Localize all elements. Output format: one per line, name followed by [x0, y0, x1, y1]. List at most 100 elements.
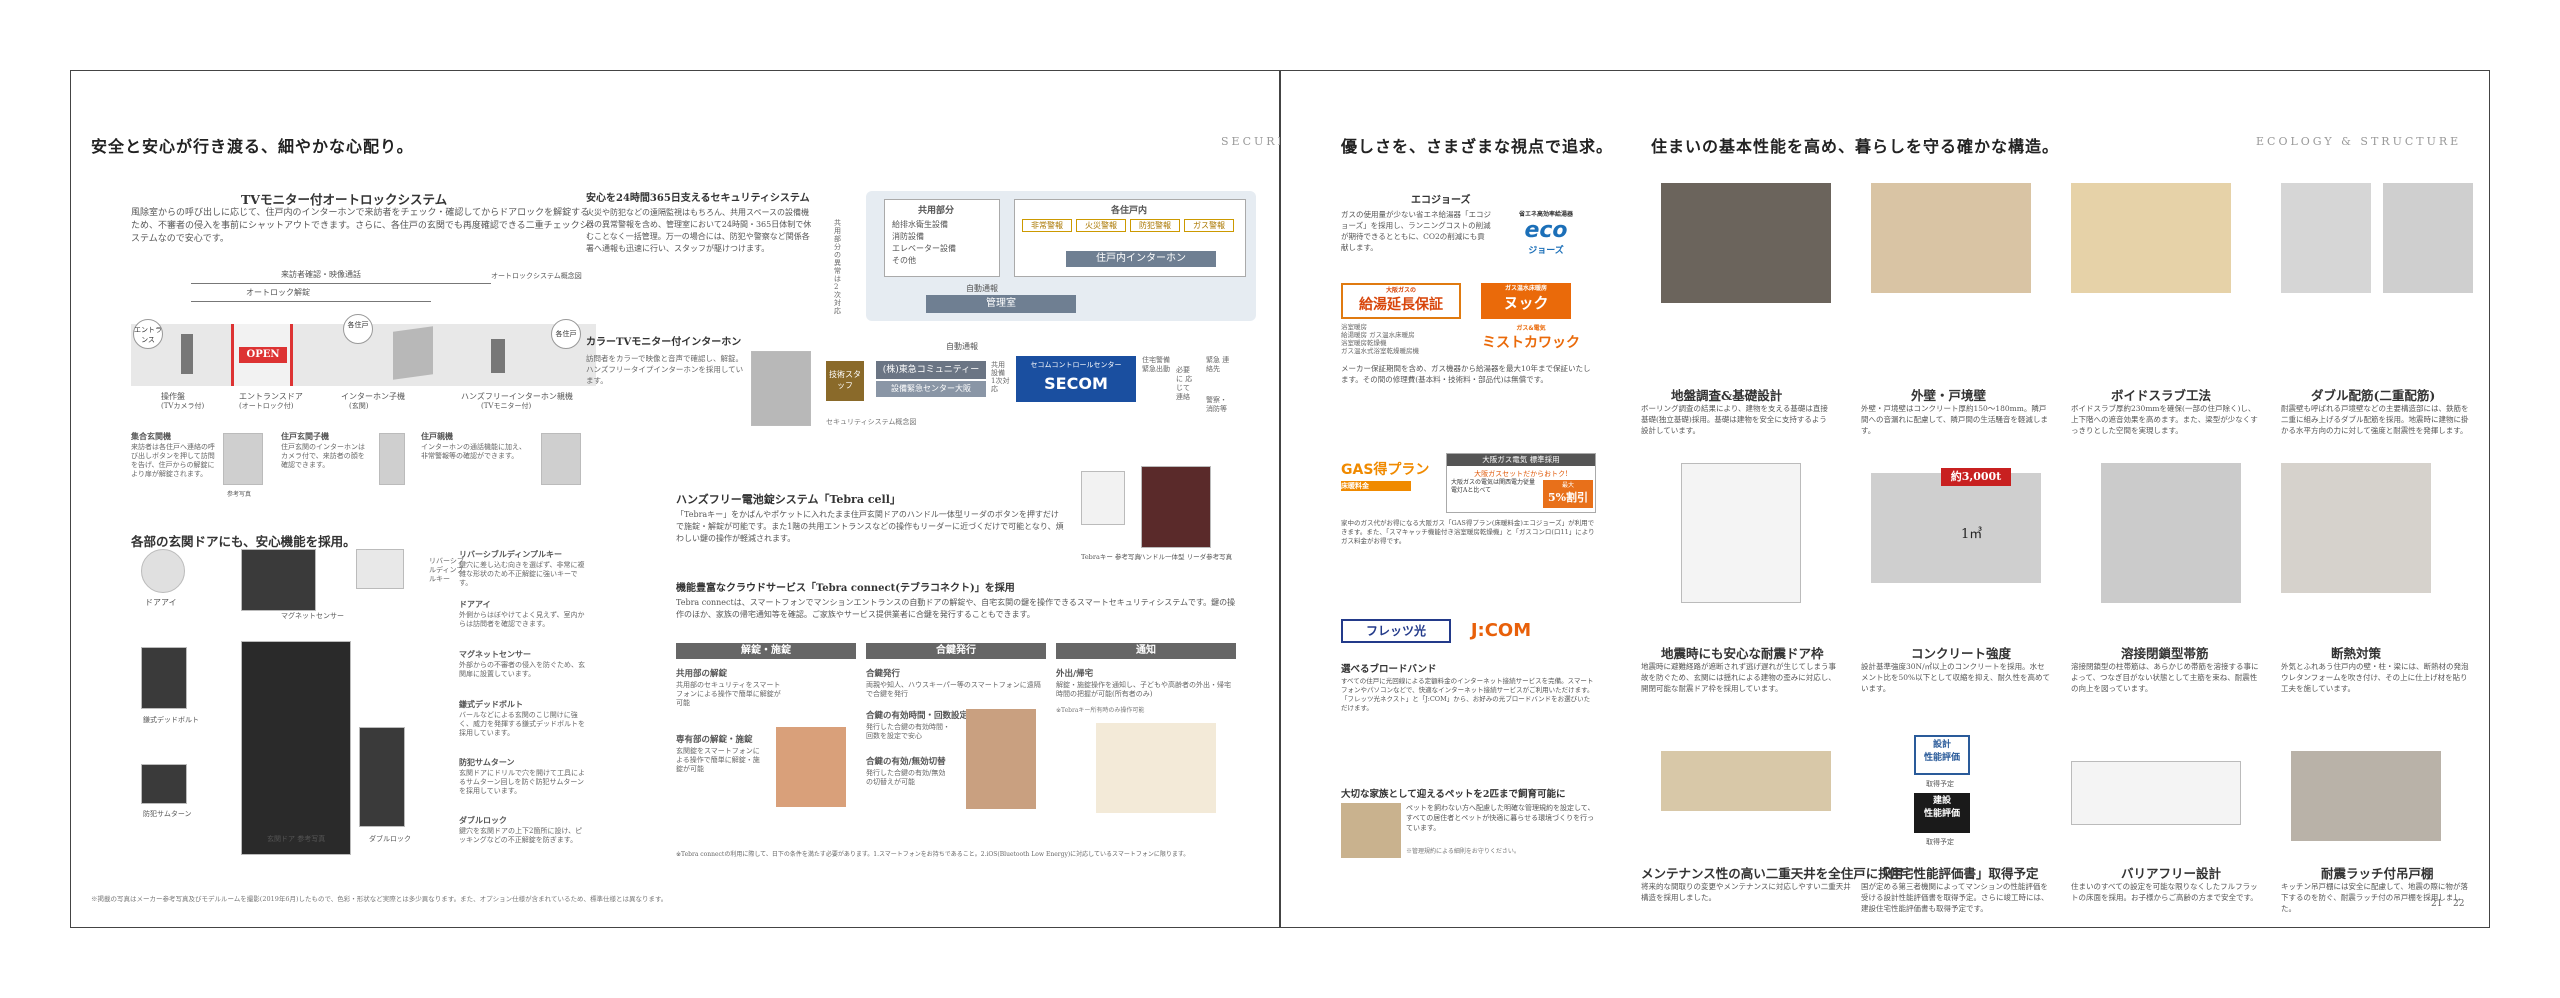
label-entrance-door-sub: (オートロック付): [239, 402, 294, 410]
diagram-tag-sub: オートロック解錠: [246, 288, 310, 297]
warranty-item-2: 給湯暖房 ガス温水床暖房: [1341, 331, 1415, 339]
col1-item1-title: 共用部の解錠: [676, 669, 728, 679]
thumb-caption-1: 参考写真: [227, 491, 252, 498]
deadbolt-photo: [141, 647, 187, 709]
label-entrance-door: エントランスドア: [239, 392, 303, 401]
door-heading: 各部の玄関ドアにも、安心機能を採用。: [131, 534, 356, 549]
tebra-footnote: ※Tebra connectの利用に際して、日下の条件を満たす必要があります。1…: [676, 851, 1190, 858]
pet-note: ※管理規約による細則をお守りください。: [1406, 848, 1520, 855]
double-ceiling-image: [1661, 751, 1831, 811]
pet-heading: 大切な家族として迎えるペットを2匹まで飼育可能に: [1341, 789, 1566, 800]
shared-note: 共用部分の異常は2次対応: [834, 219, 841, 315]
flow-dispatch: 住宅警備 緊急出動: [1142, 356, 1170, 373]
flow-first-response: 共用設備 1次対応: [991, 361, 1010, 393]
single-rebar-image: [2281, 183, 2371, 293]
feature-title-5: 防犯サムターン: [459, 757, 515, 767]
door-photo: [241, 641, 351, 855]
label-intercom-child-sub: (玄関): [349, 402, 369, 410]
rating-bottom-note: 取得予定: [1926, 838, 1954, 846]
structure-body-7: 溶接閉鎖型の柱帯筋は、あらかじめ帯筋を溶接する事によって、つなぎ目がない状態とし…: [2071, 662, 2259, 693]
intercom-photo: [751, 351, 811, 426]
col2-photo: [966, 709, 1036, 809]
security-diagram: 共用部分 給排水衛生設備 消防設備 エレベーター設備 その他 各住戸内 非常警報…: [826, 191, 1271, 431]
feature-body-2: 外側からはぼやけてよく見えず、室内からは訪問者を確認できます。: [459, 611, 585, 628]
structure-body-12: キッチン吊戸棚には安全に配慮して、地震の際に物が落下するのを防ぐ、耐震ラッチ付の…: [2281, 882, 2468, 913]
magnet-label: マグネットセンサー: [281, 612, 344, 620]
door-photos: ドアアイ マグネットセンサー リバーシブルディンプルキー 鎌式デッドボルト 防犯…: [131, 549, 511, 869]
warranty-item-1: 浴室暖房: [1341, 323, 1367, 331]
rating-top-note: 取得予定: [1926, 780, 1954, 788]
max-value: 5%割引: [1547, 491, 1589, 504]
unit-title: 各住戸内: [1111, 206, 1148, 216]
company-sub: 設備緊急センター大阪: [876, 381, 986, 397]
structure-body-8: 外気とふれあう住戸内の壁・柱・梁には、断熱材の発泡ウレタンフォームを吹き付け、そ…: [2281, 662, 2469, 693]
foundation-image: [1661, 183, 1831, 303]
unit-item-1: 非常警報: [1022, 219, 1072, 232]
col-bar-unlock: 解錠・施錠: [676, 643, 856, 659]
badge2-main: ヌック: [1503, 294, 1549, 312]
double-lock-photo: [359, 727, 405, 827]
unit-circle-1: 各住戸: [343, 314, 373, 344]
rating-top: 設計: [1932, 740, 1951, 750]
elec-sub: 大阪ガスの電気は関西電力従量電灯Aと比べて: [1451, 479, 1536, 494]
structure-title-5: 地震時にも安心な耐震ドア枠: [1661, 646, 1824, 661]
ecojozu-heading: エコジョーズ: [1411, 195, 1471, 206]
unit-item-4: ガス警報: [1184, 219, 1234, 232]
badge1-small: 大阪ガスの: [1385, 287, 1416, 294]
dog-photo: [1341, 803, 1401, 858]
right-main-title: 住まいの基本性能を高め、暮らしを守る確かな構造。: [1651, 137, 2060, 156]
unit-circle-2: 各住戸: [551, 319, 581, 349]
col2-item3-body: 発行した合鍵の有効/無効の切替えが可能: [866, 769, 946, 786]
common-item-2: 消防設備: [892, 232, 924, 241]
tebra-columns: 解錠・施錠 合鍵発行 通知 共用部の解錠 共用部のセキュリティをスマートフォンに…: [676, 643, 1236, 873]
entrance-circle: エントランス: [133, 319, 163, 349]
right-page: 優しさを、さまざまな視点で追求。 住まいの基本性能を高め、暮らしを守る確かな構造…: [1280, 70, 2490, 928]
diagram-note: オートロックシステム概念図: [491, 272, 582, 280]
pet-body: ペットを飼わない方へ配慮した明確な管理規約を設定して、すべての居住者とペットが快…: [1406, 804, 1595, 832]
tech-staff-box: 技術スタッフ: [826, 361, 864, 401]
col2-item1-body: 両親や知人、ハウスキーパー等のスマートフォンに遠隔で合鍵を発行: [866, 681, 1041, 698]
bottom-note: ※掲載の写真はメーカー参考写真及びモデルルームを撮影(2019年6月)したもので…: [91, 895, 668, 903]
camera-body: 訪問者をカラーで映像と音声で確認し、解錠。ハンズフリータイプインターホンを採用し…: [586, 354, 744, 385]
tebra-key-caption: Tebraキー 参考写真: [1081, 553, 1141, 561]
deadbolt-label: 鎌式デッドボルト: [143, 716, 199, 724]
col3-item1-body: 解錠・施錠操作を通知し、子どもや高齢者の外出・帰宅時間の把握が可能(所有者のみ): [1056, 681, 1231, 698]
thumb-body-1: 来訪者は各住戸へ連絡の呼び出しボタンを押して訪問を告げ、住戸からの解錠により扉が…: [131, 443, 215, 478]
secom-center: セコムコントロールセンター: [1030, 361, 1122, 369]
tebra-body: 「Tebraキー」をかばんやポケットに入れたまま住戸玄関ドアのハンドル一体型リー…: [676, 510, 1064, 543]
elec-body: 大阪ガスセットだからおトク!: [1474, 470, 1568, 478]
feature-body-5: 玄関ドアにドリルで穴を開けて工具によるサムターン回しを防ぐ防犯サムターンを採用し…: [459, 769, 585, 795]
feature-title-1: リバーシブルディンプルキー: [459, 549, 563, 559]
common-item-1: 給排水衛生設備: [892, 220, 948, 229]
door-caption: 玄関ドア 参考写真: [267, 835, 326, 843]
structure-title-1: 地盤調査&基礎設計: [1671, 388, 1783, 403]
double-rebar-image: [2383, 183, 2473, 293]
structure-title-4: ダブル配筋(二重配筋): [2311, 388, 2436, 403]
ecojozu-body: ガスの使用量が少ない省エネ給湯器「エコジョーズ」を採用し、ランニングコストの削減…: [1341, 210, 1491, 252]
structure-title-12: 耐震ラッチ付吊戸棚: [2321, 866, 2434, 881]
structure-body-4: 耐震壁も呼ばれる戸境壁などの主要構造部には、鉄筋を二重に組み上げるダブル配筋を採…: [2281, 404, 2469, 435]
structure-title-6: コンクリート強度: [1911, 646, 2012, 661]
col1-item1-body: 共用部のセキュリティをスマートフォンによる操作で簡単に解錠が可能: [676, 681, 781, 707]
tebra-key-photo: [1081, 471, 1125, 525]
feature-title-2: ドアアイ: [459, 599, 491, 609]
gas-body: 家中のガス代がお得になる大阪ガス「GAS得プラン(床暖料金)エコジョーズ」が利用…: [1341, 519, 1595, 545]
col2-item2-title: 合鍵の有効時間・回数設定: [866, 711, 969, 721]
structure-body-2: 外壁・戸境壁はコンクリート厚約150〜180mm。隣戸間への音漏れに配慮して、隣…: [1861, 404, 2048, 435]
tebra-handle-photo: [1141, 466, 1211, 548]
col2-item2-body: 発行した合鍵の有効時間・回数を設定で安心: [866, 723, 950, 740]
rating-top-main: 性能評価: [1923, 753, 1960, 763]
elec-title: 大阪ガス電気 標準採用: [1447, 454, 1595, 466]
void-slab-image: [2071, 183, 2231, 293]
gas-plan-logo: GAS得プラン: [1341, 462, 1430, 478]
common-item-3: エレベーター設備: [892, 244, 956, 253]
security24-body: 火災や防犯などの遠隔監視はもちろん、共用スペースの設備機器の異常警報を含め、管理…: [586, 208, 812, 253]
broadband-heading: 選べるブロードバンド: [1341, 664, 1437, 675]
label-intercom-parent-sub: (TVモニター付): [481, 402, 532, 410]
section-title: 安全と安心が行き渡る、細やかな心配り。: [91, 137, 414, 156]
badge3-small: ガス&電気: [1516, 325, 1546, 332]
management-office: 管理室: [926, 295, 1076, 313]
thumbturn-label: 防犯サムターン: [143, 810, 192, 818]
page-number-21: 21: [2431, 899, 2443, 909]
tebra-handle-caption: ハンドル一体型 リーダ参考写真: [1139, 553, 1233, 561]
